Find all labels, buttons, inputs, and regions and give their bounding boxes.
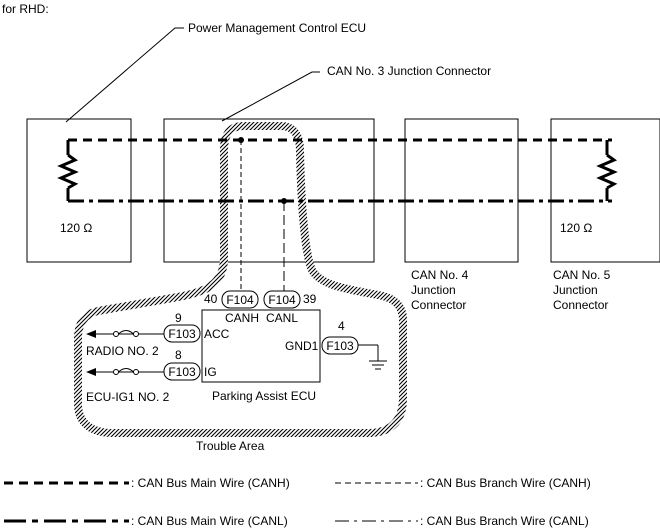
left-resistor-value: 120 Ω — [60, 221, 92, 235]
ig-pin-label: IG — [204, 365, 217, 379]
legend-main-canh-label: : CAN Bus Main Wire (CANH) — [131, 476, 290, 490]
legend-main-canl-label: : CAN Bus Main Wire (CANL) — [131, 514, 288, 528]
canl-connector-badge — [263, 290, 301, 309]
parking-assist-ecu-box — [201, 309, 321, 383]
parking-assist-ecu-label: Parking Assist ECU — [212, 389, 316, 403]
ig-pin-number: 8 — [175, 348, 182, 362]
power-ecu-label: Power Management Control ECU — [188, 21, 366, 35]
acc-connector-badge — [163, 324, 201, 343]
ig-fuse-icon — [113, 368, 139, 375]
legend: : CAN Bus Main Wire (CANH) : CAN Bus Bra… — [4, 476, 591, 528]
jc3-label: CAN No. 3 Junction Connector — [327, 64, 491, 78]
caption: for RHD: — [2, 2, 49, 16]
canh-connector-code: F104 — [226, 293, 254, 307]
jc3-leader — [221, 71, 320, 122]
left-terminating-resistor — [57, 140, 79, 201]
gnd-pin-number: 4 — [338, 319, 345, 333]
canh-pin-number: 40 — [204, 292, 218, 306]
acc-pin-label: ACC — [204, 327, 230, 341]
jc4-label-line3: Connector — [411, 298, 466, 312]
can-no4-junction-box — [404, 118, 519, 263]
right-terminating-resistor — [596, 140, 618, 201]
canl-pin-label: CANL — [266, 311, 298, 325]
jc4-label-line2: Junction — [411, 283, 456, 297]
gnd-connector-code: F103 — [326, 339, 354, 353]
acc-pin-number: 9 — [175, 311, 182, 325]
jc5-label-line2: Junction — [553, 283, 598, 297]
acc-connector-code: F103 — [168, 327, 196, 341]
legend-branch-canl-label: : CAN Bus Branch Wire (CANL) — [420, 514, 589, 528]
jc5-label-line1: CAN No. 5 — [553, 268, 611, 282]
canl-pin-number: 39 — [303, 292, 317, 306]
power-ecu-leader — [65, 27, 184, 123]
acc-arrow-icon — [86, 330, 96, 338]
acc-fuse-icon — [113, 330, 139, 337]
right-resistor-value: 120 Ω — [560, 221, 592, 235]
ig-source-label: ECU-IG1 NO. 2 — [86, 390, 170, 404]
power-management-ecu-box — [26, 118, 132, 263]
canl-connector-code: F104 — [268, 293, 296, 307]
ground-icon — [358, 344, 387, 370]
ig-connector-code: F103 — [168, 365, 196, 379]
legend-branch-canh-label: : CAN Bus Branch Wire (CANH) — [420, 476, 591, 490]
canh-connector-badge — [221, 290, 259, 309]
ig-arrow-icon — [86, 368, 96, 376]
jc4-label-line1: CAN No. 4 — [411, 268, 469, 282]
can-no3-junction-box — [163, 118, 375, 263]
trouble-area-outline — [74, 122, 407, 437]
ig-connector-badge — [163, 362, 201, 381]
jc5-label-line3: Connector — [553, 298, 608, 312]
can-no5-junction-box — [550, 118, 660, 263]
trouble-area-label: Trouble Area — [196, 439, 265, 453]
acc-source-label: RADIO NO. 2 — [86, 344, 159, 358]
canh-pin-label: CANH — [225, 311, 259, 325]
gnd-pin-label: GND1 — [285, 339, 319, 353]
